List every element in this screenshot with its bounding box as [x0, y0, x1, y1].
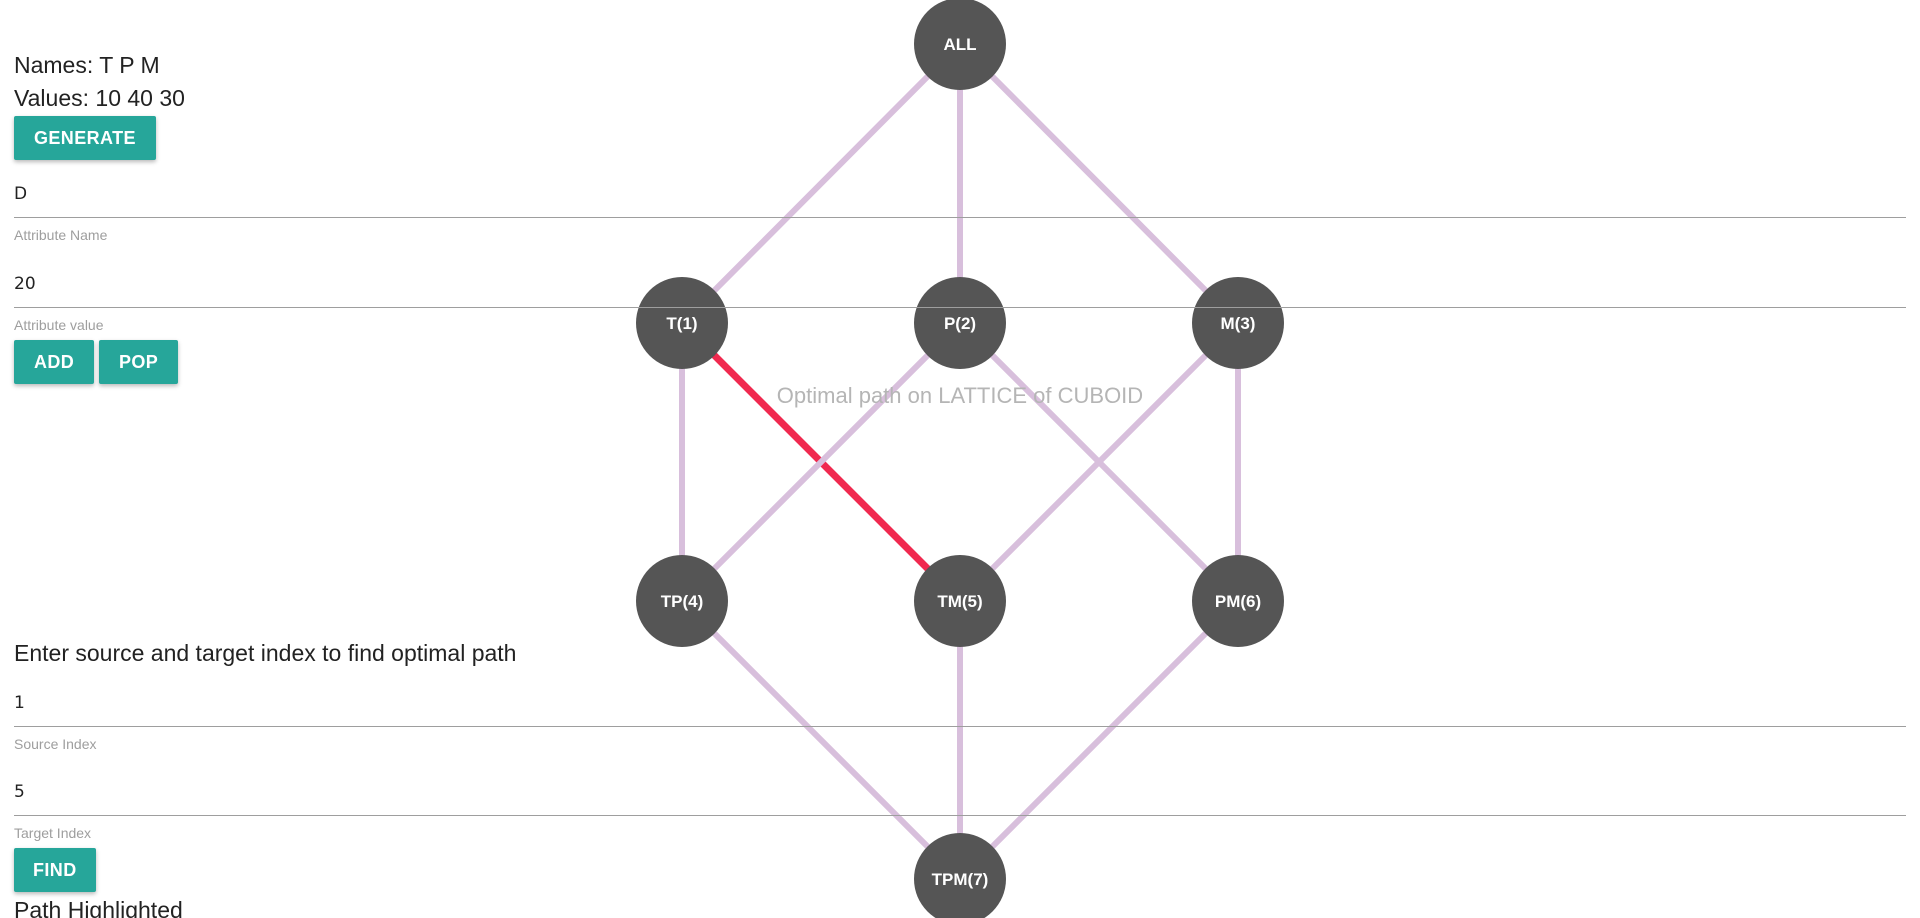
node-tm-label: TM(5): [937, 592, 982, 611]
lattice-edges: [678, 41, 1241, 882]
attribute-value-field: Attribute value: [14, 260, 1906, 336]
node-tpm-circle: [914, 833, 1006, 918]
node-tm-circle: [914, 555, 1006, 647]
attribute-value-label: Attribute value: [14, 317, 104, 333]
target-index-field: Target Index: [14, 768, 1906, 844]
node-t-label: T(1): [666, 314, 697, 333]
node-tp-circle: [636, 555, 728, 647]
generate-button[interactable]: GENERATE: [14, 116, 156, 160]
node-tm[interactable]: TM(5): [914, 555, 1006, 647]
source-index-input[interactable]: [14, 679, 1906, 727]
source-index-field: Source Index: [14, 679, 1906, 755]
attribute-name-field: Attribute Name: [14, 170, 1906, 246]
diagram-watermark: Optimal path on LATTICE of CUBOID: [777, 383, 1143, 408]
attribute-name-input[interactable]: [14, 170, 1906, 218]
node-tpm[interactable]: TPM(7): [914, 833, 1006, 918]
node-pm-circle: [1192, 555, 1284, 647]
node-m-label: M(3): [1221, 314, 1256, 333]
edge-p-tp: [679, 320, 963, 604]
add-button[interactable]: ADD: [14, 340, 95, 384]
edge-m-tm: [957, 320, 1241, 604]
pop-button[interactable]: POP: [99, 340, 179, 384]
find-button[interactable]: FIND: [14, 848, 96, 892]
attribute-name-label: Attribute Name: [14, 227, 108, 243]
node-all-circle: [914, 0, 1006, 90]
path-prompt: Enter source and target index to find op…: [14, 640, 517, 666]
node-tpm-label: TPM(7): [932, 870, 989, 889]
values-info: Values: 10 40 30: [14, 85, 185, 111]
node-pm[interactable]: PM(6): [1192, 555, 1284, 647]
node-tp[interactable]: TP(4): [636, 555, 728, 647]
target-index-input[interactable]: [14, 768, 1906, 816]
node-p-label: P(2): [944, 314, 976, 333]
edge-tp-tpm: [679, 598, 963, 882]
lattice-nodes: ALL T(1) P(2) M(3) TP(4) TM(5) PM(6) TPM(7): [636, 0, 1284, 918]
names-info: Names: T P M: [14, 52, 160, 78]
source-index-label: Source Index: [14, 736, 97, 752]
node-pm-label: PM(6): [1215, 592, 1261, 611]
node-all-label: ALL: [943, 35, 976, 54]
path-status: Path Highlighted: [14, 897, 183, 918]
node-all[interactable]: ALL: [914, 0, 1006, 90]
node-tp-label: TP(4): [661, 592, 704, 611]
target-index-label: Target Index: [14, 825, 92, 841]
attribute-value-input[interactable]: [14, 260, 1906, 308]
edge-pm-tpm: [957, 598, 1241, 882]
